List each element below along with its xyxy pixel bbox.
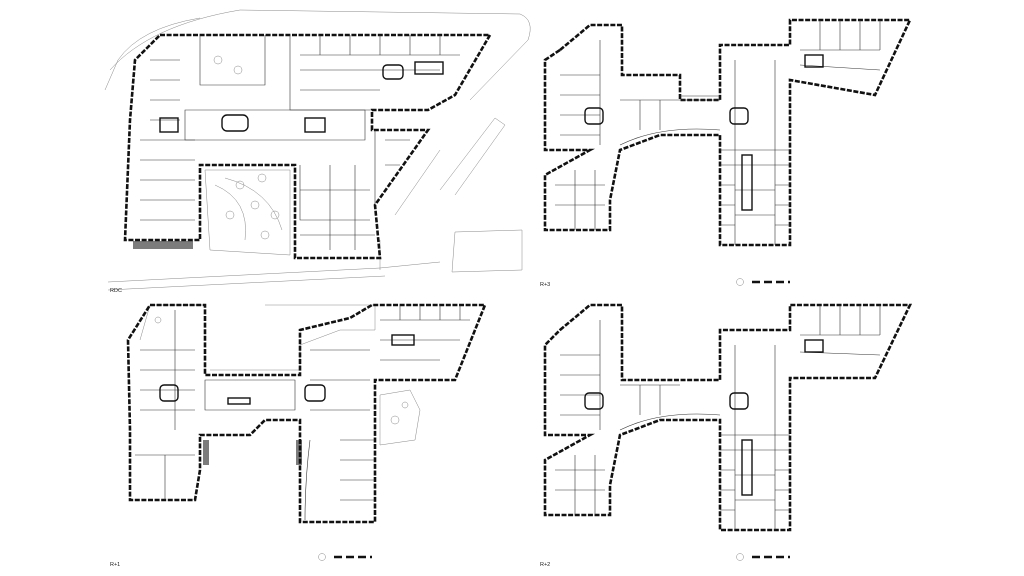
ground-cores xyxy=(133,61,444,249)
ground-courtyard xyxy=(204,55,291,256)
plan-label-level1: R+1 xyxy=(110,562,120,568)
plan-label-level3: R+3 xyxy=(540,282,550,288)
scale-bar-level2 xyxy=(736,553,790,561)
level2-partitions xyxy=(555,305,881,530)
plan-level-1: R+1 xyxy=(110,303,487,568)
ground-partitions xyxy=(140,35,460,250)
level3-cores xyxy=(584,54,824,211)
plan-level-3: R+3 xyxy=(540,18,913,288)
level1-exterior-wall xyxy=(126,303,487,524)
site-context xyxy=(104,9,531,291)
plan-label-ground: RDC xyxy=(110,288,122,294)
level3-exterior-wall xyxy=(543,18,913,247)
level1-terraces xyxy=(154,316,421,446)
plan-ground-floor: RDC xyxy=(104,9,531,294)
level1-partitions xyxy=(135,305,470,521)
plan-label-level2: R+2 xyxy=(540,562,550,568)
level1-cores xyxy=(159,334,415,465)
ground-exterior-wall xyxy=(123,33,493,260)
scale-bar-level1 xyxy=(318,553,372,561)
plan-level-2: R+2 xyxy=(540,303,913,568)
scale-bar-level3 xyxy=(736,278,790,286)
level2-exterior-wall xyxy=(543,303,913,532)
level3-partitions xyxy=(555,20,881,245)
level2-cores xyxy=(584,339,824,496)
